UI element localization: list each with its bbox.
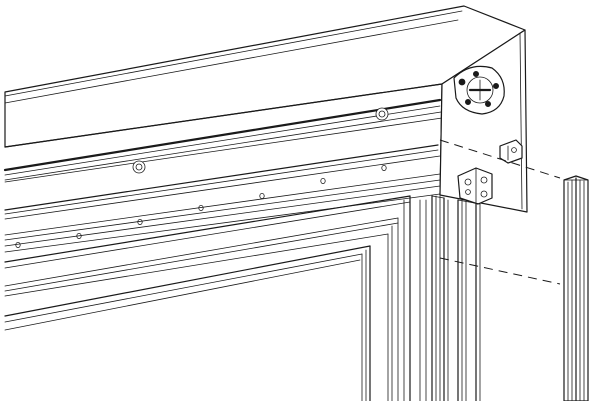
assembly-line-upper — [439, 139, 561, 179]
drive-gear-bracket — [453, 65, 505, 115]
side-guide-rail — [419, 195, 481, 401]
loose-guide-rail — [563, 175, 589, 401]
screw-left — [132, 160, 146, 174]
guide-rail-clip — [499, 139, 523, 164]
screw-right — [375, 107, 389, 121]
headbox-housing — [3, 5, 526, 253]
rail-holes — [15, 164, 387, 248]
door-frame — [4, 195, 411, 401]
assembly-line-lower — [439, 257, 561, 285]
corner-bracket — [457, 167, 493, 205]
